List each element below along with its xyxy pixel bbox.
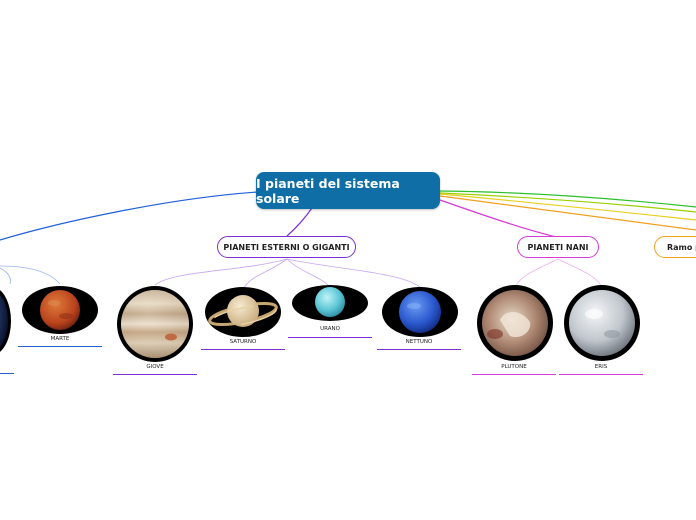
leaf-label-plutone: PLUTONE bbox=[501, 364, 527, 370]
branch-extra-green bbox=[439, 190, 696, 208]
leaf-label-saturno: SATURNO bbox=[229, 339, 257, 345]
leaf-underline-plutone bbox=[472, 374, 556, 375]
leaf-label-giove: GIOVE bbox=[146, 364, 164, 370]
topic-pianeti-giganti-label: PIANETI ESTERNI O GIGANTI bbox=[223, 242, 350, 252]
topic-ramo-label: Ramo p bbox=[667, 242, 696, 252]
giove-image bbox=[117, 286, 193, 362]
sub-branch-plutone bbox=[514, 258, 559, 288]
branch-giganti bbox=[286, 207, 313, 237]
leaf-underline-eris bbox=[559, 374, 643, 375]
plutone-image bbox=[477, 285, 553, 361]
leaf-label-urano: URANO bbox=[320, 326, 340, 332]
sub-branch-marte bbox=[0, 265, 61, 285]
leaf-label-eris: ERIS bbox=[594, 364, 608, 370]
topic-pianeti-giganti[interactable]: PIANETI ESTERNI O GIGANTI bbox=[217, 236, 356, 258]
root-topic-label: I pianeti del sistema solare bbox=[256, 175, 400, 206]
marte-image bbox=[22, 286, 98, 334]
planet-left-cutoff-image bbox=[0, 290, 11, 352]
leaf-underline-nettuno bbox=[377, 349, 461, 350]
leaf-label-marte: MARTE bbox=[50, 336, 70, 342]
branch-extra-yellow bbox=[439, 193, 696, 221]
sub-branch-eris bbox=[557, 258, 603, 288]
topic-ramo[interactable]: Ramo p bbox=[654, 236, 696, 258]
branch-interni bbox=[0, 191, 259, 241]
urano-image bbox=[292, 285, 368, 321]
leaf-underline-saturno bbox=[201, 349, 285, 350]
leaf-label-nettuno: NETTUNO bbox=[405, 339, 433, 345]
sub-branch-interni-left bbox=[0, 267, 11, 285]
leaf-underline-left-cutoff bbox=[0, 373, 14, 374]
branch-extra-lime bbox=[439, 192, 696, 213]
root-topic[interactable]: I pianeti del sistema solare bbox=[256, 172, 440, 209]
topic-pianeti-nani-label: PIANETI NANI bbox=[527, 242, 589, 252]
sub-branch-giove bbox=[154, 258, 288, 286]
sub-branch-nettuno bbox=[286, 258, 421, 288]
eris-image bbox=[564, 285, 640, 361]
branch-nani bbox=[439, 199, 557, 238]
sub-branch-urano bbox=[286, 258, 331, 288]
leaf-underline-giove bbox=[113, 374, 197, 375]
sub-branch-saturno bbox=[243, 258, 288, 289]
branch-ramo bbox=[439, 195, 696, 231]
leaf-underline-marte bbox=[18, 346, 102, 347]
topic-pianeti-nani[interactable]: PIANETI NANI bbox=[517, 236, 599, 258]
saturno-image bbox=[205, 287, 281, 337]
leaf-underline-urano bbox=[288, 337, 372, 338]
nettuno-image bbox=[382, 287, 458, 337]
